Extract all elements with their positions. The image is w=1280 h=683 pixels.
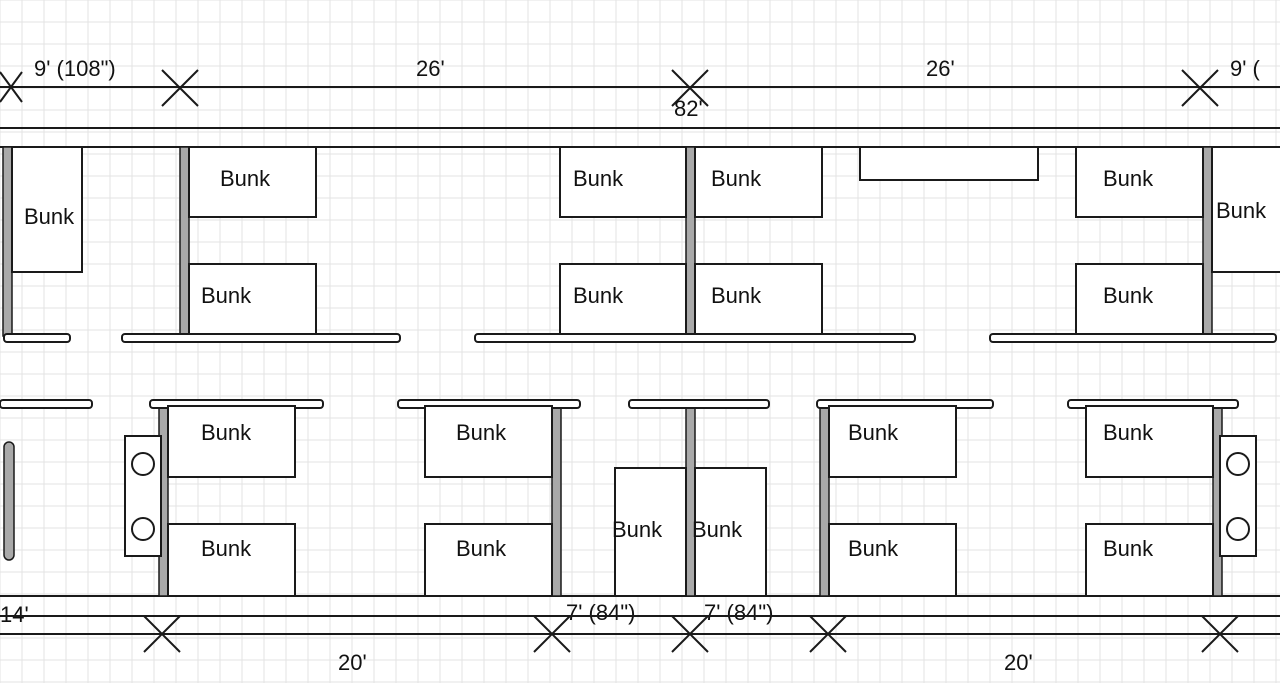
bunk-label: Bunk	[848, 420, 899, 445]
sink-left-upper	[131, 452, 155, 476]
bunk: Bunk	[188, 146, 317, 218]
bunk-label: Bunk	[1103, 283, 1154, 308]
bunk: Bunk	[1075, 263, 1204, 335]
dim-top-segment-4-partial: 9' (	[1230, 56, 1261, 81]
bottom-bar-4	[628, 399, 770, 409]
bunk-label: Bunk	[1103, 166, 1154, 191]
sink-right-lower	[1226, 517, 1250, 541]
bunk: Bunk	[1085, 523, 1214, 597]
bunk-label: Bunk	[1103, 420, 1154, 445]
bunk-label: Bunk	[848, 536, 899, 561]
bunk-label: Bunk	[220, 166, 271, 191]
dim-top-segment-1: 9' (108")	[34, 56, 116, 81]
bunk-label: Bunk	[612, 517, 663, 542]
bunk-label: Bunk	[573, 166, 624, 191]
bunk: Bunk	[694, 263, 823, 335]
dim-top-left-partial: )	[0, 56, 1, 81]
dim-bottom-segment-1: 20'	[338, 650, 367, 675]
bunk-label: Bunk	[201, 283, 252, 308]
bunk-label: Bunk	[201, 420, 252, 445]
dimension-labels: ) 9' (108") 26' 26' 9' ( 82' 14' 20' 7' …	[0, 56, 1261, 675]
partition-top-2	[179, 146, 190, 337]
bunk-label: Bunk	[573, 283, 624, 308]
partitions	[2, 146, 1223, 597]
bunk-label: Bunk	[201, 536, 252, 561]
dim-top-segment-3: 26'	[926, 56, 955, 81]
bunk-label: Bunk	[711, 283, 762, 308]
top-bar-4	[989, 333, 1277, 343]
bunk: Bunk	[11, 146, 83, 273]
bunk-label: Bunk	[1216, 198, 1267, 223]
bunk: Bunk	[1075, 146, 1204, 218]
partition-top-1	[2, 146, 13, 337]
bunk-label: Bunk	[692, 517, 743, 542]
bunk-label: Bunk	[711, 166, 762, 191]
bunk-label: Bunk	[1103, 536, 1154, 561]
bottom-tick-marks	[143, 615, 1239, 653]
bunk: Bunk	[167, 523, 296, 597]
bunk: Bunk	[167, 405, 296, 478]
bunk: Bunk	[612, 467, 687, 597]
bunk: Bunk	[1211, 146, 1280, 273]
bottom-bar-1	[0, 399, 93, 409]
bunk: Bunk	[828, 405, 957, 478]
bunk: Bunk	[559, 146, 687, 218]
sink-right-upper	[1226, 452, 1250, 476]
top-bar-2	[121, 333, 401, 343]
bunk: Bunk	[694, 146, 823, 218]
bunk: Bunk	[692, 467, 767, 597]
door-handle-left	[3, 441, 15, 561]
bunk-label: Bunk	[456, 420, 507, 445]
partition-top-4	[1202, 146, 1213, 337]
bunk: Bunk	[559, 263, 687, 335]
bunk: Bunk	[424, 523, 553, 597]
top-bar-3	[474, 333, 916, 343]
bunk: Bunk	[424, 405, 553, 478]
partition-bottom-3	[685, 405, 696, 597]
bunk-label: Bunk	[24, 204, 75, 229]
partition-top-3	[685, 146, 696, 337]
bunk: Bunk	[1085, 405, 1214, 478]
top-bar-1	[3, 333, 71, 343]
dim-bottom-segment-3: 7' (84")	[704, 600, 773, 625]
dimension-lines	[0, 69, 1280, 653]
bunk: Bunk	[188, 263, 317, 335]
partition-bottom-4	[819, 405, 830, 597]
dim-bottom-left: 14'	[0, 602, 29, 627]
sink-left-lower	[131, 517, 155, 541]
bunks: Bunk Bunk Bunk Bunk Bunk Bunk Bunk Bunk …	[11, 146, 1280, 597]
dim-overall-length: 82'	[674, 96, 703, 121]
bunk: Bunk	[828, 523, 957, 597]
partition-bottom-2	[551, 405, 562, 597]
dim-bottom-segment-2: 7' (84")	[566, 600, 635, 625]
top-tick-marks	[0, 69, 1219, 107]
dim-bottom-segment-4: 20'	[1004, 650, 1033, 675]
top-counter	[859, 146, 1039, 181]
bunk-label: Bunk	[456, 536, 507, 561]
fixtures	[124, 146, 1257, 557]
dim-top-segment-2: 26'	[416, 56, 445, 81]
